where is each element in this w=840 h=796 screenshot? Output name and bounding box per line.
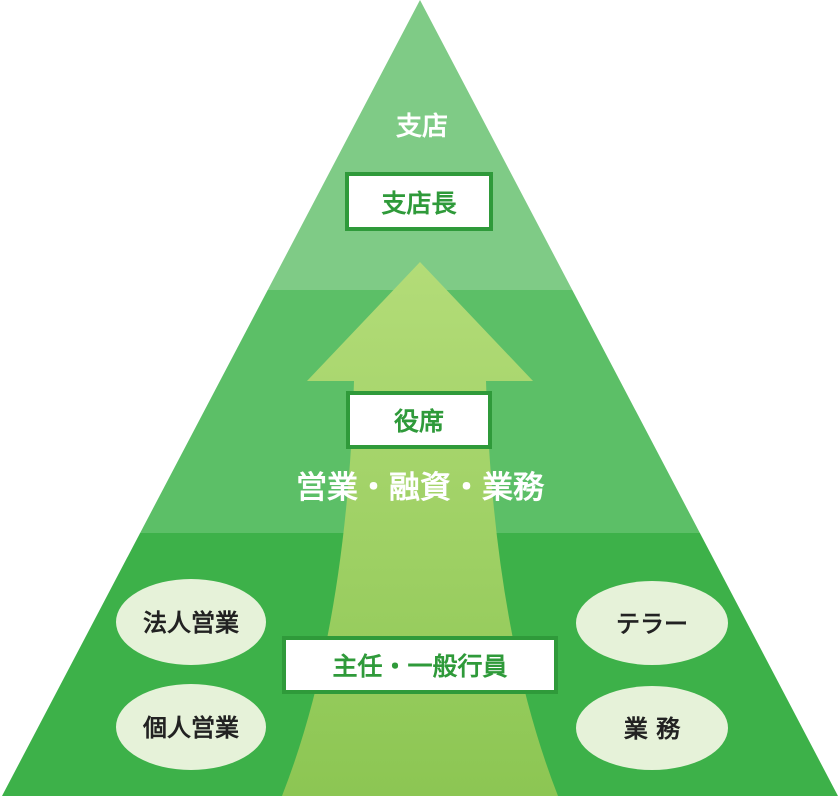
operations-ellipse: 業 務 — [576, 686, 728, 770]
personal-sales-label: 個人営業 — [142, 714, 239, 742]
teller-label: テラー — [616, 610, 688, 638]
teller-ellipse: テラー — [576, 581, 728, 665]
senior-staff-label: 役席 — [394, 407, 444, 436]
operations-label: 業 務 — [624, 715, 681, 743]
general-staff-box: 主任・一般行員 — [282, 636, 558, 694]
branch-manager-label: 支店長 — [381, 189, 457, 218]
tier-middle-duties: 営業・融資・業務 — [296, 470, 545, 506]
general-staff-label: 主任・一般行員 — [332, 652, 507, 681]
personal-sales-ellipse: 個人営業 — [116, 684, 266, 770]
tier-top-heading: 支店 — [396, 112, 448, 142]
senior-staff-box: 役席 — [346, 391, 492, 449]
tier-top-band — [2, 0, 838, 290]
corporate-sales-label: 法人営業 — [143, 609, 239, 637]
corporate-sales-ellipse: 法人営業 — [116, 579, 266, 665]
branch-manager-box: 支店長 — [345, 172, 493, 231]
